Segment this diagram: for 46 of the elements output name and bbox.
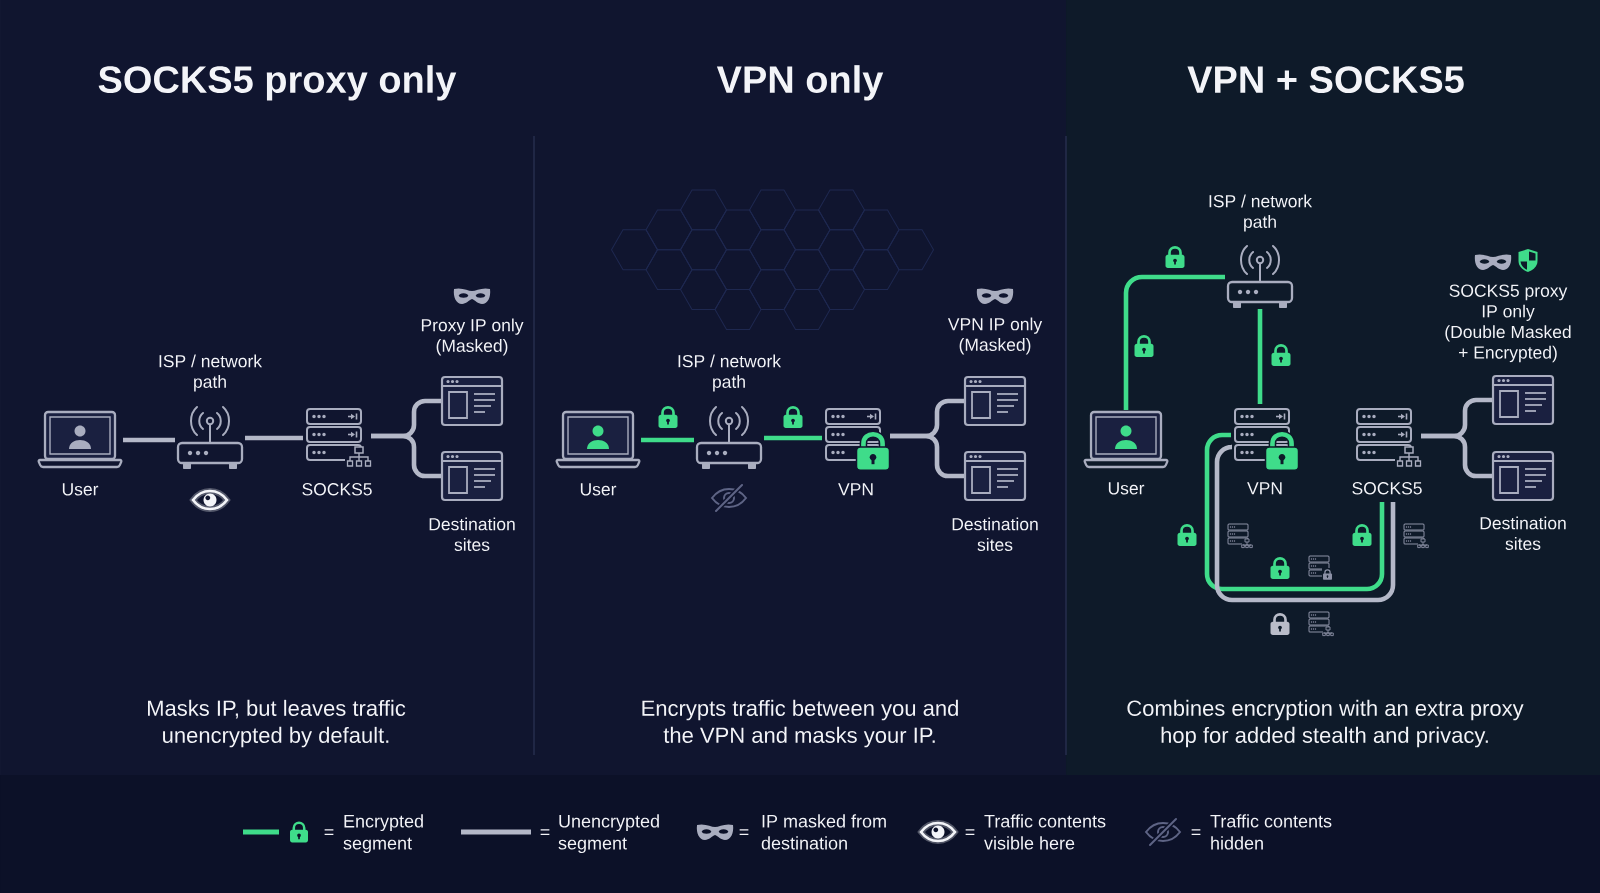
browser-window-icon (1491, 450, 1555, 502)
equals-sign: = (965, 829, 975, 836)
description-text: Encrypts traffic between you and the VPN and masks your IP. (642, 699, 958, 748)
browser-window-icon (440, 450, 504, 502)
panel-heading: VPN only (716, 65, 884, 101)
legend-text: Encrypted segment (343, 814, 423, 854)
node-label: ISP / network path (159, 354, 263, 392)
connector-line (1204, 432, 1385, 592)
browser-window-icon (963, 375, 1027, 427)
legend-text: Unencrypted segment (558, 814, 659, 854)
node-label: SOCKS5 (302, 483, 372, 496)
connector-line (641, 437, 694, 443)
description-text: Combines encryption with an extra proxy hop for added stealth and privacy. (1127, 699, 1524, 748)
node-label: VPN (1247, 482, 1282, 495)
browser-window-icon (1491, 374, 1555, 426)
legend-text: Traffic contents hidden (1210, 814, 1332, 850)
node-label: SOCKS5 proxy IP only (Double Masked + Encrypted) (1445, 284, 1571, 363)
description-text: Masks IP, but leaves traffic unencrypted by default. (148, 699, 406, 748)
node-label: SOCKS5 (1352, 482, 1422, 495)
node-label: Proxy IP only (Masked) (421, 318, 524, 356)
browser-window-icon (963, 450, 1027, 502)
equals-sign: = (1191, 829, 1201, 836)
node-label: Destination sites (429, 517, 515, 551)
connector-line (1123, 274, 1225, 410)
node-label: User (62, 483, 99, 496)
equals-sign: = (739, 829, 749, 836)
connector-line (764, 435, 822, 441)
node-label: ISP / network path (678, 354, 782, 392)
node-label: ISP / network path (1209, 194, 1313, 232)
connector-line (245, 435, 303, 441)
browser-window-icon (440, 375, 504, 427)
panel-heading: VPN + SOCKS5 (1187, 66, 1464, 94)
equals-sign: = (324, 829, 334, 836)
node-label: User (1108, 482, 1145, 495)
connector-line (1257, 309, 1263, 404)
equals-sign: = (540, 829, 550, 836)
connector-line (123, 437, 175, 443)
node-label: User (580, 483, 617, 496)
connector-line (1214, 444, 1396, 603)
node-label: Destination sites (952, 517, 1038, 551)
panel-heading: SOCKS5 proxy only (98, 65, 457, 101)
node-label: Destination sites (1480, 516, 1566, 550)
node-label: VPN IP only (Masked) (947, 317, 1043, 355)
legend-text: IP masked from destination (761, 814, 886, 850)
node-label: VPN (838, 483, 873, 496)
legend-text: Traffic contents visible here (984, 814, 1106, 850)
